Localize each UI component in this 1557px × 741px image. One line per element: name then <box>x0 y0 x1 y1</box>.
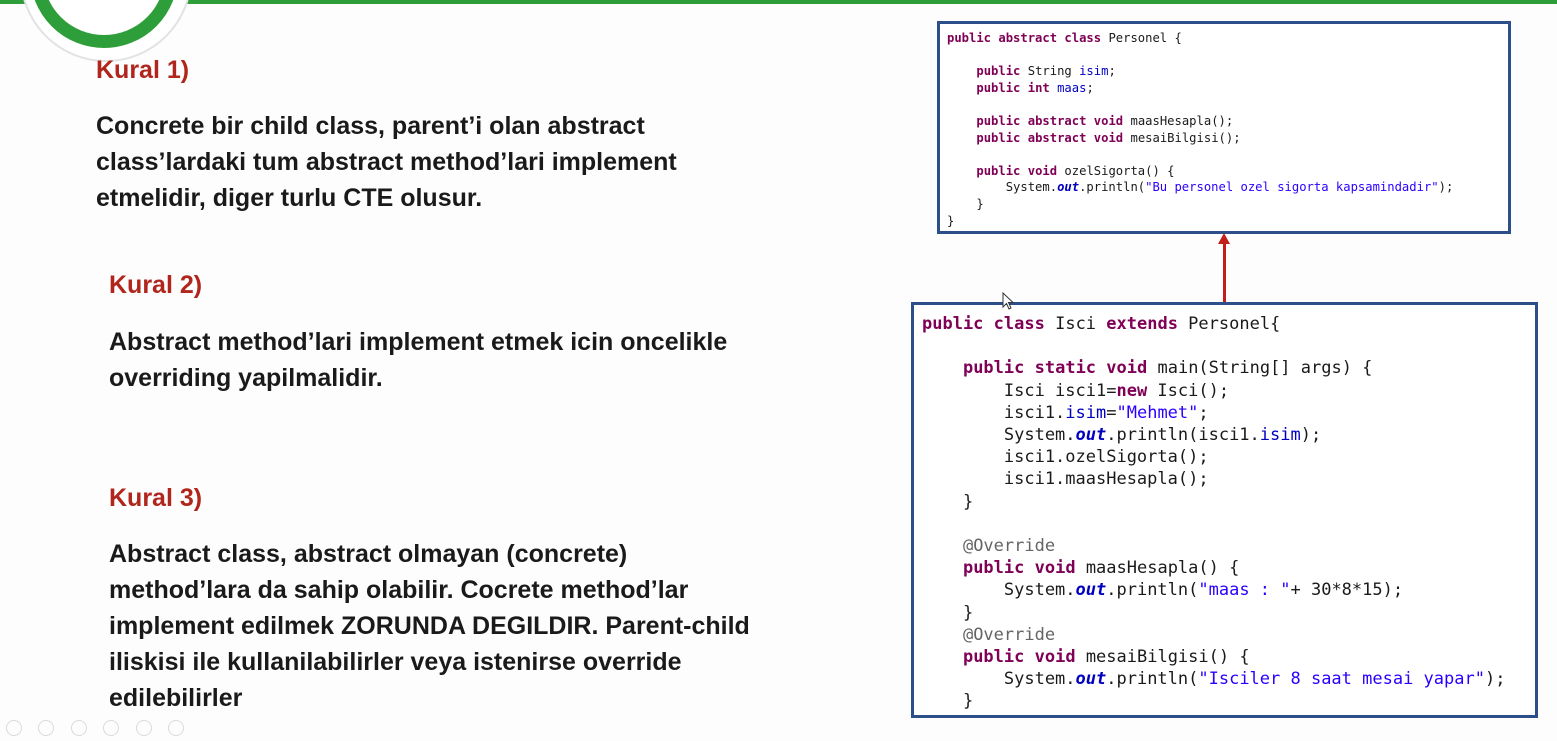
inheritance-arrow-icon <box>1218 233 1230 244</box>
child-code-line: Isci isci1=new Isci(); <box>922 380 1230 401</box>
top-accent-bar <box>0 0 1557 4</box>
rule-1-text: Concrete bir child class, parent’i olan … <box>96 112 677 212</box>
child-code-line: System.out.println(isci1.isim); <box>922 425 1322 446</box>
rule-1-title: Kural 1) <box>96 56 190 84</box>
child-code-line: isci1.maasHesapla(); <box>922 469 1209 490</box>
toolbar-pen-icon[interactable] <box>70 720 87 736</box>
mouse-cursor-icon <box>1002 292 1015 310</box>
inheritance-arrow-line <box>1223 242 1226 302</box>
toolbar-next-icon[interactable] <box>38 720 55 736</box>
parent-code-line: } <box>947 196 984 211</box>
toolbar-slides-icon[interactable] <box>103 720 120 736</box>
rule-2-text: Abstract method’lari implement etmek ici… <box>109 328 728 392</box>
child-code-line: } <box>922 602 974 623</box>
child-code-line: System.out.println("Isciler 8 saat mesai… <box>922 669 1506 690</box>
parent-code-line: public abstract void mesaiBilgisi(); <box>976 130 1241 145</box>
parent-code-line: } <box>947 213 955 228</box>
child-code-line: @Override <box>962 536 1056 557</box>
parent-code-line: public void ozelSigorta() { <box>976 163 1175 178</box>
child-code-line: public static void main(String[] args) { <box>962 358 1373 379</box>
rule-2-title: Kural 2) <box>109 271 203 299</box>
child-code-line: ​ <box>922 513 1505 535</box>
parent-class-code-box: public abstract class Personel { ​ public… <box>937 21 1511 234</box>
child-code-line: System.out.println("maas : "+ 30*8*15); <box>922 580 1404 601</box>
parent-code-line: ​ <box>947 146 1453 163</box>
child-code-line: ​ <box>922 335 1505 357</box>
toolbar-zoom-icon[interactable] <box>135 720 152 736</box>
parent-code-line: public int maas; <box>976 80 1094 95</box>
toolbar-prev-icon[interactable] <box>6 720 22 736</box>
parent-code-lines: public abstract class Personel { ​ public… <box>947 30 1453 229</box>
parent-code-line: ​ <box>947 96 1453 113</box>
child-code-line: @Override <box>962 624 1056 645</box>
parent-code-line: ​ <box>947 47 1453 64</box>
child-class-code-box: public class Isci extends Personel{​ pub… <box>911 302 1538 718</box>
child-code-line: } <box>922 491 974 512</box>
parent-code-line: public abstract class Personel { <box>947 31 1182 45</box>
toolbar-more-icon[interactable] <box>168 720 185 736</box>
rule-3-text: Abstract class, abstract olmayan (concre… <box>109 540 750 712</box>
parent-code-line: public abstract void maasHesapla(); <box>976 113 1234 128</box>
child-code-line: } <box>922 691 974 712</box>
presentation-toolbar <box>0 718 260 738</box>
rule-3-title: Kural 3) <box>109 484 203 512</box>
parent-code-line: public String isim; <box>976 64 1116 79</box>
child-code-line: public class Isci extends Personel{ <box>922 314 1281 334</box>
child-code-line: public void maasHesapla() { <box>962 558 1240 579</box>
child-code-line: isci1.isim="Mehmet"; <box>922 402 1209 423</box>
child-code-lines: public class Isci extends Personel{​ pub… <box>922 313 1505 713</box>
parent-code-line: System.out.println("Bu personel ozel sig… <box>947 180 1454 195</box>
child-code-line: public void mesaiBilgisi() { <box>962 647 1250 668</box>
child-code-line: isci1.ozelSigorta(); <box>922 447 1209 468</box>
